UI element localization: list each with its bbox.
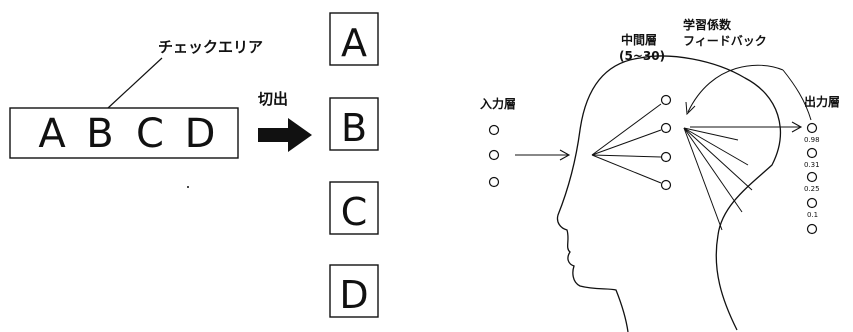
check-area-label: チェックエリア (158, 38, 263, 56)
output-layer-label: 出力層 (804, 94, 840, 109)
output-value: 0.1 (807, 211, 818, 219)
output-value: 0.31 (804, 161, 820, 169)
input-layer-label: 入力層 (480, 96, 516, 111)
connection-input-middle (591, 103, 662, 156)
input-node (488, 176, 500, 188)
output-node (806, 122, 818, 134)
feedback-branch-line (782, 69, 812, 121)
output-node (806, 171, 818, 183)
neural-network-panel: 入力層 中間層 (5~30) 学習係数 フィードバック 出力層 (480, 17, 840, 332)
segmentation-panel: チェックエリア A B C D 切出 A B C D (9, 12, 379, 318)
head-profile-outline (556, 55, 781, 332)
middle-node (660, 179, 672, 191)
output-box-d (329, 264, 379, 318)
middle-layer-range: (5~30) (619, 49, 665, 63)
input-letter-d: D (185, 111, 216, 157)
middle-node (660, 122, 672, 134)
input-arrow-head-icon (559, 149, 571, 161)
connection-middle-output (683, 127, 739, 141)
output-letter-b: B (341, 106, 367, 150)
output-letter-a: A (341, 21, 367, 65)
feedback-arrow-line (687, 64, 784, 113)
input-word-box (9, 107, 239, 159)
output-node (806, 147, 818, 159)
feedback-label: フィードバック (683, 34, 767, 48)
connection-input-middle (591, 154, 662, 158)
input-letter-b: B (86, 111, 113, 157)
output-value: 0.98 (804, 136, 820, 144)
input-node (488, 124, 500, 136)
input-letter-a: A (38, 111, 66, 157)
middle-layer-label: 中間層 (621, 32, 657, 47)
middle-node (660, 151, 672, 163)
output-box-a (329, 12, 379, 66)
output-box-c (329, 181, 379, 235)
output-value: 0.25 (804, 185, 820, 193)
check-area-pointer-line (107, 57, 163, 109)
output-letter-c: C (341, 190, 368, 234)
output-arrow-head-icon (791, 121, 803, 133)
cut-label: 切出 (258, 90, 288, 108)
cut-arrow-icon (258, 118, 312, 152)
connection-middle-output (683, 127, 743, 213)
output-node (806, 197, 818, 209)
output-letter-d: D (339, 273, 368, 317)
middle-node (660, 94, 672, 106)
stray-dot (187, 186, 189, 188)
connection-middle-output (683, 127, 723, 231)
output-node (806, 223, 818, 235)
input-letter-c: C (136, 111, 164, 157)
connection-input-middle (591, 129, 662, 156)
input-node (488, 149, 500, 161)
connection-input-middle (591, 154, 662, 184)
connection-middle-output (683, 127, 753, 191)
feedback-arrow-head-icon (685, 101, 696, 116)
learning-coefficient-label: 学習係数 (683, 17, 732, 32)
connection-middle-output (683, 127, 749, 166)
output-box-b (329, 97, 379, 151)
